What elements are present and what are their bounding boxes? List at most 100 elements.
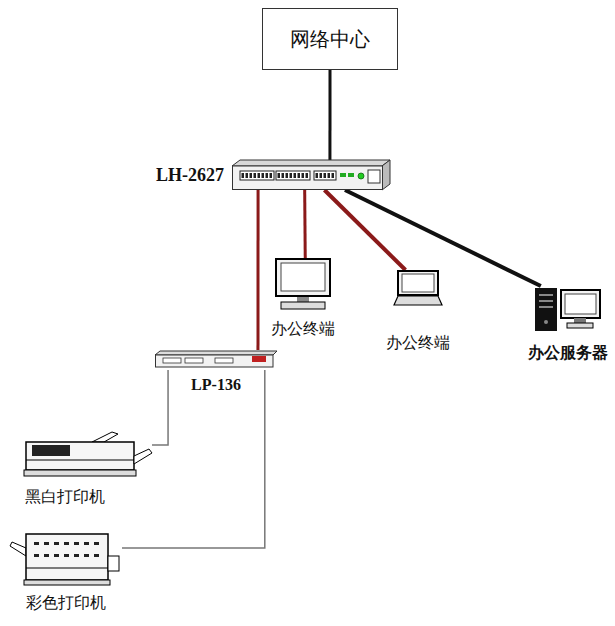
monitor-screen bbox=[565, 294, 596, 314]
network-cable bbox=[256, 190, 259, 350]
output-tray bbox=[134, 449, 152, 464]
port bbox=[278, 173, 281, 178]
drive-bay bbox=[539, 306, 553, 308]
laptop-terminal: 办公终端 bbox=[393, 270, 443, 306]
desktop-terminal: 办公终端 bbox=[275, 258, 331, 310]
port-group bbox=[276, 171, 310, 180]
printer-base bbox=[24, 580, 110, 585]
print-server-icon bbox=[155, 350, 277, 370]
port bbox=[298, 173, 301, 178]
network-center-box: 网络中心 bbox=[262, 8, 398, 70]
printer-seam bbox=[26, 568, 108, 569]
power-button bbox=[544, 320, 548, 324]
printer-base bbox=[24, 470, 136, 476]
output-slot bbox=[108, 556, 119, 571]
vent-slot bbox=[74, 554, 79, 557]
monitor-neck bbox=[574, 318, 586, 323]
device-label: 办公终端 bbox=[271, 320, 335, 338]
port bbox=[258, 173, 261, 178]
device-port bbox=[215, 358, 233, 363]
office-server-icon bbox=[534, 286, 602, 332]
laptop-lid bbox=[398, 271, 438, 295]
drive-bay bbox=[539, 300, 553, 302]
color-printer-icon bbox=[10, 530, 122, 586]
port bbox=[324, 173, 327, 178]
vent-slot bbox=[44, 554, 49, 557]
drive-bay bbox=[539, 294, 553, 296]
monitor-base bbox=[281, 302, 325, 309]
vent-slot bbox=[84, 542, 89, 545]
led bbox=[348, 173, 354, 177]
network-cable bbox=[152, 370, 168, 445]
monitor-base bbox=[567, 323, 593, 328]
server-tower bbox=[535, 288, 557, 331]
network-switch: LH-2627 bbox=[232, 160, 390, 190]
monitor-screen bbox=[281, 263, 325, 291]
led bbox=[340, 173, 346, 177]
vent-slot bbox=[94, 554, 99, 557]
port bbox=[294, 173, 297, 178]
device-label: 黑白打印机 bbox=[25, 488, 105, 506]
vent-slot bbox=[94, 542, 99, 545]
vent-slot bbox=[64, 554, 69, 557]
device-port bbox=[163, 358, 181, 363]
printer-body bbox=[26, 534, 108, 580]
monitor-frame bbox=[276, 259, 330, 296]
desktop-terminal-icon bbox=[275, 258, 331, 310]
vent-slot bbox=[74, 542, 79, 545]
port-group bbox=[314, 171, 336, 180]
vent-slot bbox=[34, 542, 39, 545]
color-printer: 彩色打印机 bbox=[10, 530, 122, 586]
device-port bbox=[185, 358, 203, 363]
vent-slot bbox=[54, 542, 59, 545]
port bbox=[262, 173, 265, 178]
monitor-neck bbox=[297, 297, 309, 302]
network-switch-icon bbox=[232, 160, 390, 190]
switch-body bbox=[233, 166, 383, 190]
port bbox=[270, 173, 273, 178]
switch-side bbox=[382, 160, 390, 190]
laptop-base bbox=[394, 296, 442, 305]
monitor-frame bbox=[561, 290, 600, 318]
printer-seam bbox=[26, 460, 134, 461]
vent-slot bbox=[44, 542, 49, 545]
network-cable bbox=[328, 70, 331, 160]
network-cable bbox=[345, 190, 541, 286]
power-module bbox=[368, 170, 380, 183]
port bbox=[286, 173, 289, 178]
paper-input bbox=[92, 432, 118, 442]
port bbox=[250, 173, 253, 178]
vent-slot bbox=[34, 554, 39, 557]
vent-slot bbox=[64, 542, 69, 545]
port bbox=[302, 173, 305, 178]
device-label: LP-136 bbox=[191, 376, 241, 394]
vent-slot bbox=[54, 554, 59, 557]
port bbox=[266, 173, 269, 178]
paper-tray bbox=[10, 542, 26, 556]
printer-panel bbox=[32, 445, 70, 456]
laptop-screen bbox=[402, 274, 434, 292]
port bbox=[282, 173, 285, 178]
laptop-terminal-icon bbox=[393, 270, 443, 306]
port bbox=[242, 173, 245, 178]
network-port bbox=[252, 356, 266, 362]
port bbox=[316, 173, 319, 178]
device-label: 彩色打印机 bbox=[26, 594, 106, 612]
port bbox=[246, 173, 249, 178]
switch-top bbox=[232, 160, 390, 166]
port bbox=[328, 173, 331, 178]
mono-printer: 黑白打印机 bbox=[22, 428, 152, 478]
device-label: LH-2627 bbox=[156, 165, 224, 186]
led bbox=[358, 173, 364, 179]
print-server: LP-136 bbox=[155, 350, 277, 370]
port bbox=[320, 173, 323, 178]
office-server: 办公服务器 bbox=[534, 286, 602, 332]
port bbox=[290, 173, 293, 178]
network-cable bbox=[122, 370, 265, 548]
network-cable bbox=[303, 190, 307, 258]
device-body bbox=[156, 355, 274, 367]
port bbox=[254, 173, 257, 178]
printer-body bbox=[26, 442, 134, 470]
device-label: 办公服务器 bbox=[528, 344, 608, 362]
